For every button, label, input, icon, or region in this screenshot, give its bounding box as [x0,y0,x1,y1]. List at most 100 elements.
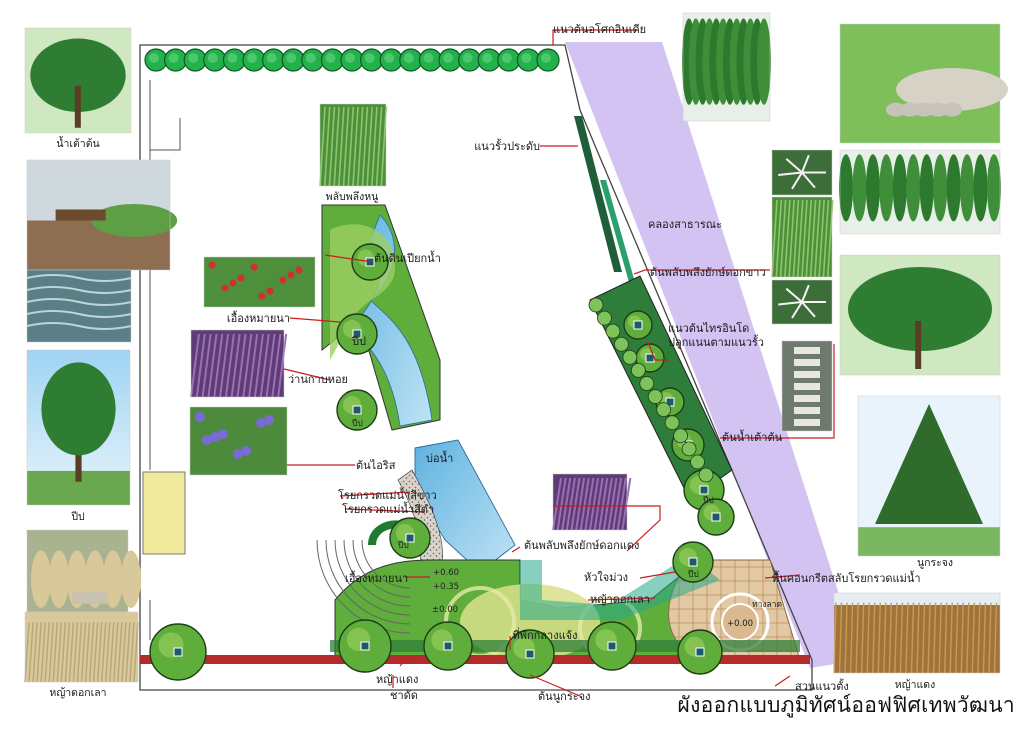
step-arc [325,539,411,625]
hedge-tree [418,48,442,72]
label-indian-trees: แนวต้นอโศกอินเดีย [553,22,646,36]
hedge-tree [222,48,246,72]
tree-canopy [587,621,637,671]
photo-stone-lawn [839,23,1008,144]
label-canal: คลองสาธารณะ [648,218,722,231]
callout-lines [283,29,835,697]
leader-line [289,317,341,323]
caption-pip: ปีป [71,510,85,523]
label-pip-2: ปีป [352,418,363,429]
photo-spider-lily-2 [771,196,834,278]
brick-strip [140,655,390,664]
tree-canopy [149,623,207,681]
photo-water-stones [26,269,132,343]
leader-line [552,29,638,45]
hedge-tree [399,48,423,72]
label-garden-edge: สวนแนวตั้ง [795,678,849,693]
step-arc [352,539,411,598]
label-bamboo-row: แนวต้นไทรอินโดปลูกแนนตามแนวรั้ว [668,321,764,349]
hedge-tree [438,48,462,72]
photo-flower-grass [24,611,139,683]
label-level-center: +0.00 [727,619,753,629]
hedge-tree [458,48,482,72]
step-arc [343,539,411,607]
label-purple-heart: หัวใจม่วง [584,571,628,584]
label-tea-plant: ชาดัด [390,689,418,702]
hedge-tree [183,48,207,72]
label-puea-lower: เอื้องหมายนา [345,570,408,585]
leader-line [553,505,661,552]
photo-pip-tree [26,349,131,506]
hedge-tree [262,48,286,72]
label-white-spider-lily: ต้นพลับพลึงยักษ์ดอกขาว [650,266,766,279]
label-puea-upper: เอื้องหมายนา [227,310,290,325]
leader-line [511,546,521,553]
canal-band [565,42,860,668]
hedge-tree [203,48,227,72]
label-dianella: ว่านกาบหอย [288,373,348,386]
caption-phlaplung: พลับพลึงหนู [326,191,379,203]
hedge-tree [536,48,560,72]
inner-boundary [149,80,181,640]
photo-pine [857,395,1001,557]
shrub [698,467,714,483]
label-red-spider-lily: ต้นพลับพลึงยักษ์ดอกแดง [524,539,639,552]
label-pine-plan: ต้นนูกระจง [538,690,590,703]
leader-line [399,654,411,667]
shrub [588,297,604,313]
tree-canopy [505,629,555,679]
label-pip-1: ปีป [351,335,366,348]
site-boundary [139,44,813,691]
building-outline [142,471,186,555]
photo-calabash-tree [24,27,132,134]
label-rain-tree-plan: ต้นน้ำเต้าต้น [722,429,783,444]
tree-canopy [336,389,378,431]
leader-line [587,597,656,601]
plan-labels: แนวต้นอโศกอินเดียแนวรั้วประดับคลองสาธารณ… [49,22,953,703]
label-level-000: ±0.00 [432,605,458,615]
tree-canopy [389,517,431,559]
photo-spider-lily-1 [771,149,833,196]
photo-rain-tree [839,254,1001,376]
reference-photos [24,12,1008,683]
shrub [622,349,638,365]
label-fence: แนวรั้วประดับ [474,138,540,153]
shrub [613,336,629,352]
label-pip-4: ปีป [688,569,699,580]
leader-line [324,254,373,263]
label-red-grass-plan: หญ้าแดง [376,673,418,686]
leader-line [764,574,801,579]
photo-spider-lily-3 [771,279,833,325]
label-level-035: +0.35 [433,582,459,592]
label-flower-grass-plan: หญ้าดอกเลา [590,593,650,606]
caption-flower-grass: หญ้าดอกเลา [49,687,106,699]
label-ramp: ทางลาด [752,600,782,610]
label-water-plant: ต้นดินเปียกน้ำ [374,250,441,265]
leader-line [344,508,426,513]
label-pip-5: ปีป [398,540,409,551]
photo-grass-path [26,529,141,613]
label-white-pebbles: โรยกรวดแม่น้ำสีขาว [338,487,437,502]
hedge-tree [320,48,344,72]
photo-red-flowers [203,256,316,308]
leader-line [774,675,791,687]
fence-strip-light [600,180,640,300]
tree-canopy [697,498,735,536]
label-level-060: +0.60 [433,568,459,578]
caption-calabash: น้ำเต้าต้น [56,136,99,150]
photo-purple-plant [190,329,288,398]
label-paving: พื้นคอนกรีตสลับโรยกรวดแม่น้ำ [772,570,921,585]
hedge-tree [281,48,305,72]
hedge-tree [144,48,168,72]
step-arc [334,539,411,616]
hedge-tree [477,48,501,72]
leader-line [639,571,676,579]
photo-purple-heart [552,473,632,531]
shrub [639,376,655,391]
leader-line [529,674,581,697]
hedge-tree [164,48,188,72]
tree-canopy [672,541,714,583]
caption-red-grass: หญ้าแดง [895,679,935,691]
hedge-tree [242,48,266,72]
shrub [630,362,646,378]
